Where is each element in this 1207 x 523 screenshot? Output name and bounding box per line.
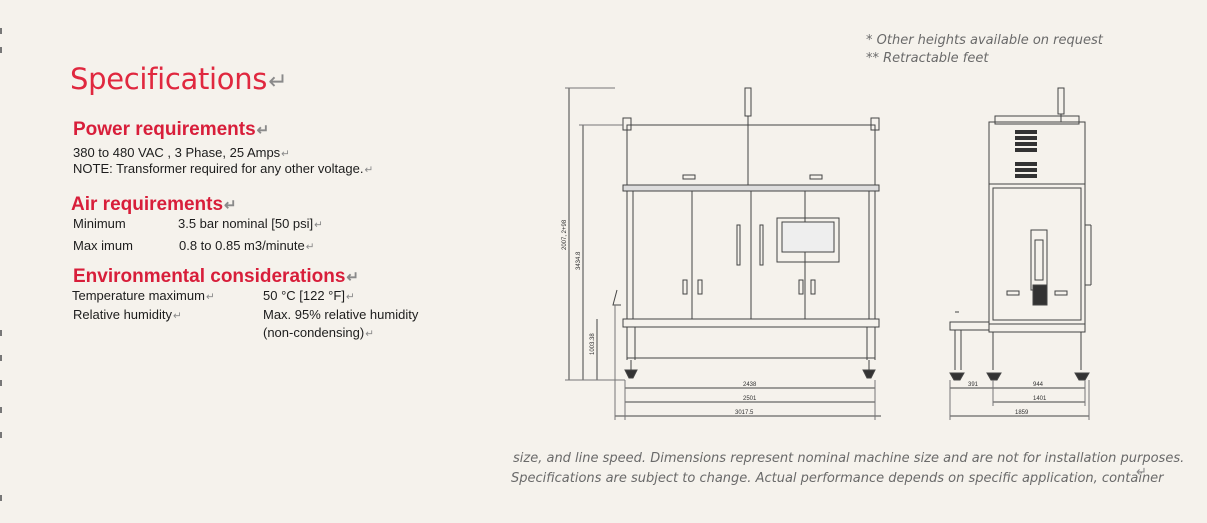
humidity-label: Relative humidity↵ <box>73 307 182 322</box>
edge-mark <box>0 380 2 386</box>
side-dim-3: 1401 <box>1033 396 1047 402</box>
footer-return-mark: ↵ <box>1136 464 1147 479</box>
height-dim-3: 1003.38 <box>590 333 596 355</box>
air-heading: Air requirements↵ <box>71 194 237 215</box>
humidity-value-2: (non-condensing)↵ <box>263 325 374 340</box>
machine-drawing: 2007, 2+98 3434.8 1003.38 2438 2501 3017… <box>562 87 1092 420</box>
footer-line-1: size, and line speed. Dimensions represe… <box>513 451 1185 466</box>
height-dim-2: 3434.8 <box>576 251 582 270</box>
height-dim-1: 2007, 2+98 <box>562 219 568 250</box>
temp-value: 50 °C [122 °F]↵ <box>263 288 355 303</box>
edge-mark <box>0 28 2 34</box>
width-dim-2: 2501 <box>743 396 757 402</box>
note-feet: ** Retractable feet <box>866 51 989 66</box>
page-title: Specifications↵ <box>70 62 288 96</box>
side-view: 391 944 1401 1859 <box>949 87 1092 420</box>
edge-mark <box>0 355 2 361</box>
edge-mark <box>0 495 2 501</box>
power-line-1: 380 to 480 VAC , 3 Phase, 25 Amps↵ <box>73 145 290 160</box>
air-max-label: Max imum <box>73 238 133 253</box>
temp-label: Temperature maximum↵ <box>72 288 215 303</box>
power-heading: Power requirements↵ <box>73 119 270 140</box>
edge-mark <box>0 407 2 413</box>
width-dim-3: 3017.5 <box>735 410 754 416</box>
power-line-2: NOTE: Transformer required for any other… <box>73 161 374 176</box>
edge-mark <box>0 330 2 336</box>
footer-line-2: Specifications are subject to change. Ac… <box>511 471 1164 486</box>
side-dim-2: 944 <box>1033 382 1044 388</box>
air-min-value: 3.5 bar nominal [50 psi]↵ <box>178 216 323 231</box>
side-dim-4: 1859 <box>1015 410 1029 416</box>
edge-mark <box>0 432 2 438</box>
side-dim-1: 391 <box>968 382 979 388</box>
environment-heading: Environmental considerations↵ <box>73 266 360 287</box>
edge-mark <box>0 47 2 53</box>
width-dim-1: 2438 <box>743 382 757 388</box>
humidity-value: Max. 95% relative humidity <box>263 307 419 322</box>
air-max-value: 0.8 to 0.85 m3/minute↵ <box>179 238 315 253</box>
front-view: 2007, 2+98 3434.8 1003.38 2438 2501 3017… <box>562 87 881 420</box>
note-heights: * Other heights available on request <box>866 33 1103 48</box>
air-min-label: Minimum <box>73 216 126 231</box>
